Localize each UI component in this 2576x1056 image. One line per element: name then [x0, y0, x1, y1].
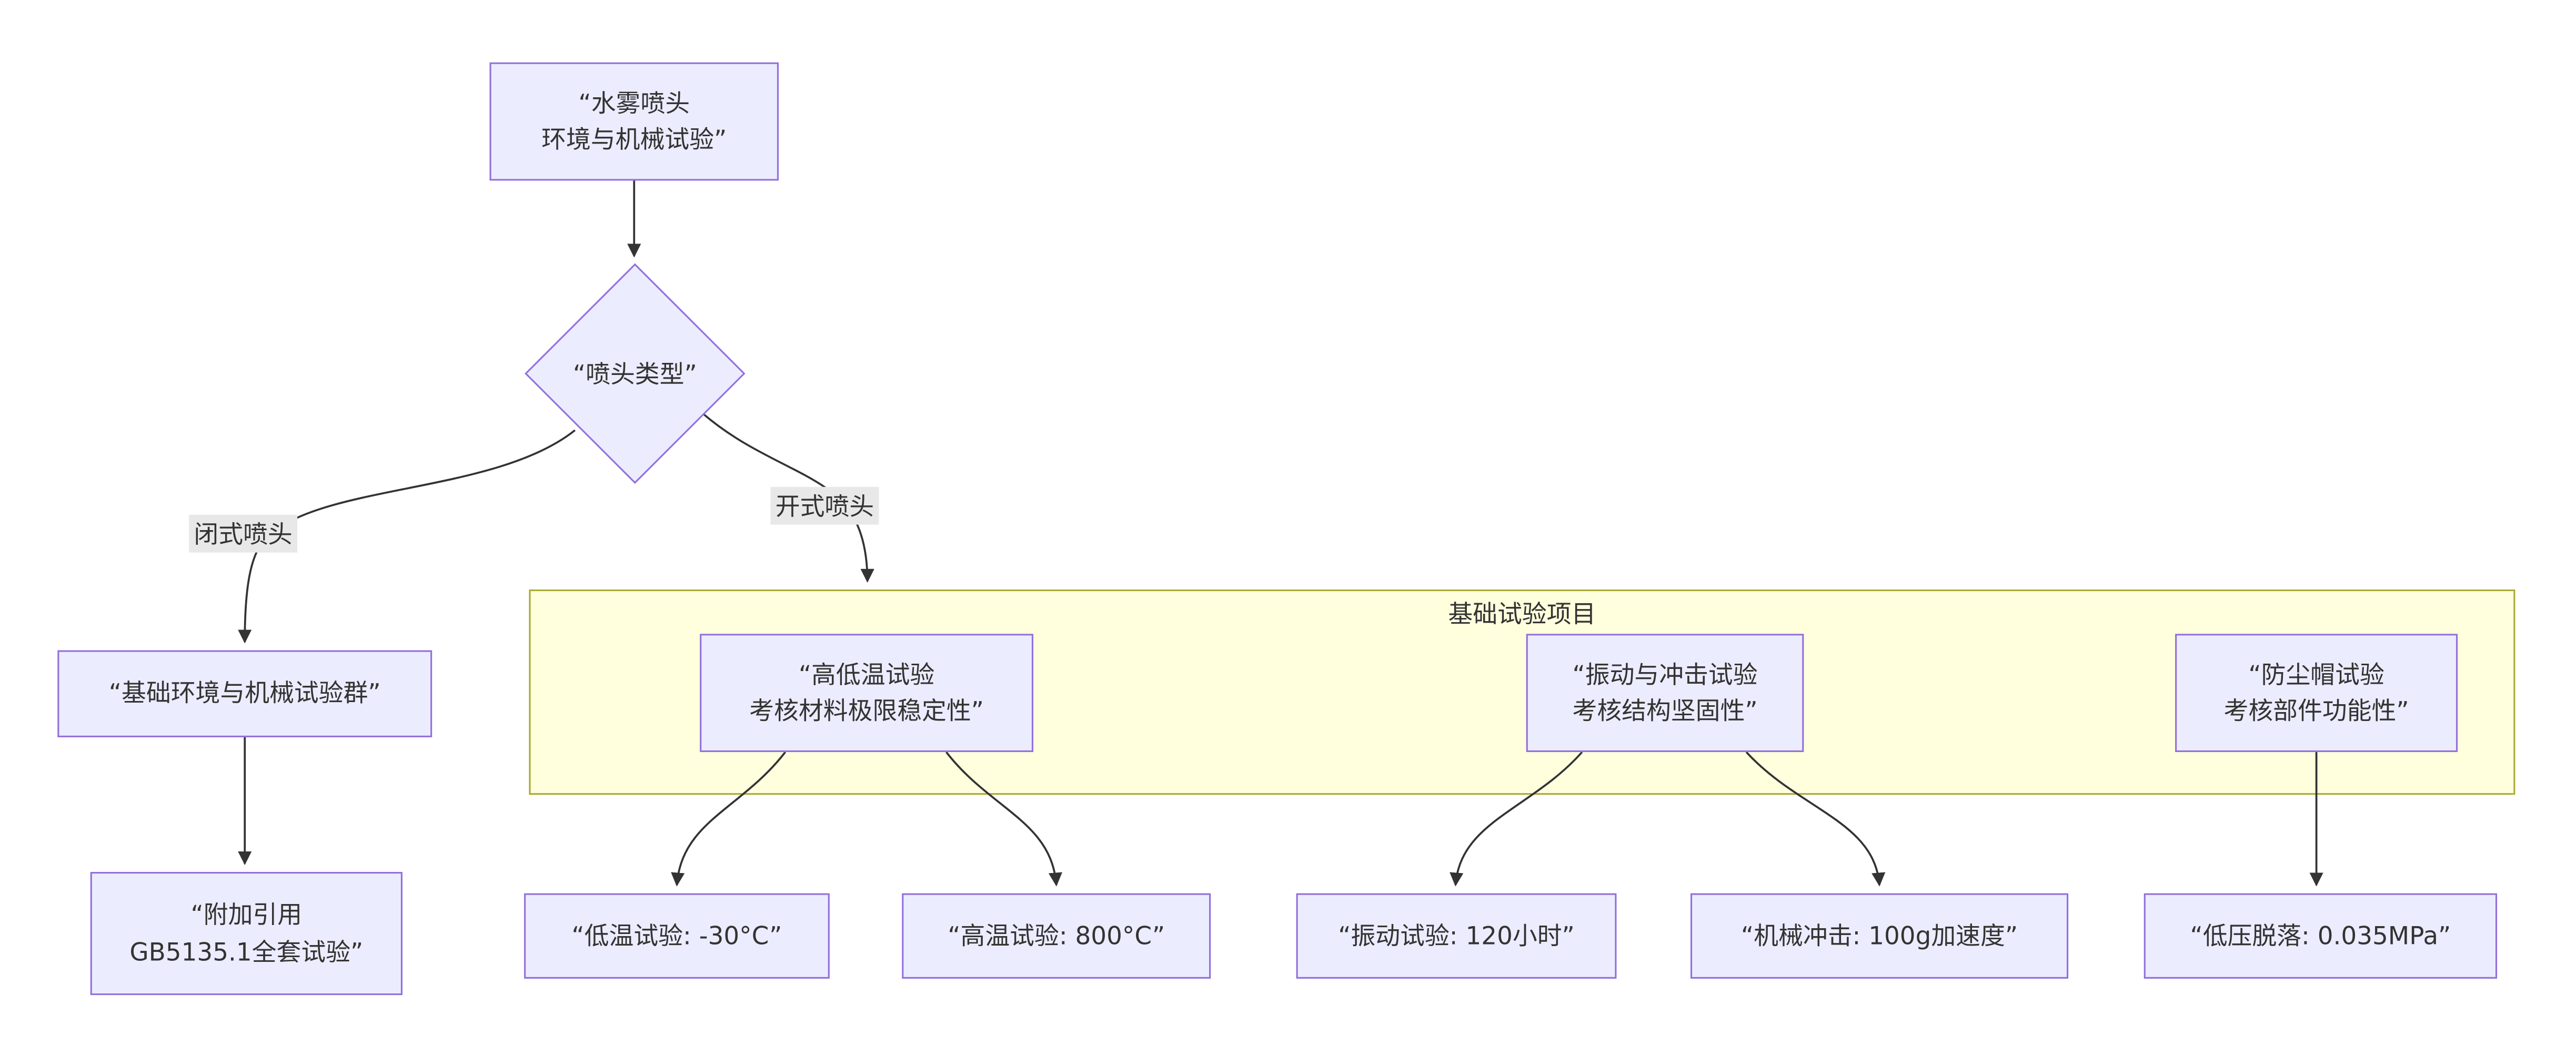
- node-type-decision: “喷头类型”: [516, 340, 754, 407]
- node-gb-ref-label: “附加引用 GB5135.1全套试验”: [129, 900, 364, 967]
- node-vibration-shock: “振动与冲击试验 考核结构坚固性”: [1526, 634, 1804, 753]
- node-low-pressure-label: “低压脱落: 0.035MPa”: [2190, 920, 2451, 951]
- node-high-temp-label: “高温试验: 800°C”: [948, 920, 1165, 951]
- edge-vs-to-vibration: [1450, 751, 1583, 887]
- node-dust-cap: “防尘帽试验 考核部件功能性”: [2175, 634, 2458, 753]
- node-closed-group: “基础环境与机械试验群”: [57, 650, 432, 737]
- node-low-pressure: “低压脱落: 0.035MPa”: [2144, 893, 2498, 979]
- node-low-temp-label: “低温试验: -30°C”: [571, 920, 782, 951]
- edge-hlt-to-low-temp: [671, 751, 786, 887]
- cluster-basic-tests-title: 基础试验项目: [1448, 599, 1596, 629]
- node-dust-cap-label: “防尘帽试验 考核部件功能性”: [2223, 659, 2409, 726]
- node-closed-group-label: “基础环境与机械试验群”: [108, 678, 381, 708]
- node-type-decision-label: “喷头类型”: [572, 359, 697, 390]
- node-high-low-temp: “高低温试验 考核材料极限稳定性”: [700, 634, 1033, 753]
- node-high-temp: “高温试验: 800°C”: [902, 893, 1211, 979]
- node-vibration-shock-label: “振动与冲击试验 考核结构坚固性”: [1572, 659, 1758, 726]
- node-mech-shock-label: “机械冲击: 100g加速度”: [1740, 920, 2018, 951]
- node-root: “水雾喷头 环境与机械试验”: [489, 62, 779, 181]
- node-root-label: “水雾喷头 环境与机械试验”: [541, 88, 727, 155]
- edge-vs-to-mech-shock: [1745, 751, 1886, 887]
- node-high-low-temp-label: “高低温试验 考核材料极限稳定性”: [749, 659, 984, 726]
- node-gb-ref: “附加引用 GB5135.1全套试验”: [90, 871, 402, 996]
- node-mech-shock: “机械冲击: 100g加速度”: [1690, 893, 2069, 979]
- node-vibration: “振动试验: 120小时”: [1296, 893, 1617, 979]
- edge-decision-to-closed-group: [238, 429, 576, 644]
- node-vibration-label: “振动试验: 120小时”: [1338, 920, 1575, 951]
- edge-label-closed-type: 闭式喷头: [189, 514, 298, 553]
- node-low-temp: “低温试验: -30°C”: [524, 893, 830, 979]
- edge-hlt-to-high-temp: [945, 751, 1062, 887]
- edge-label-open-type: 开式喷头: [770, 486, 879, 525]
